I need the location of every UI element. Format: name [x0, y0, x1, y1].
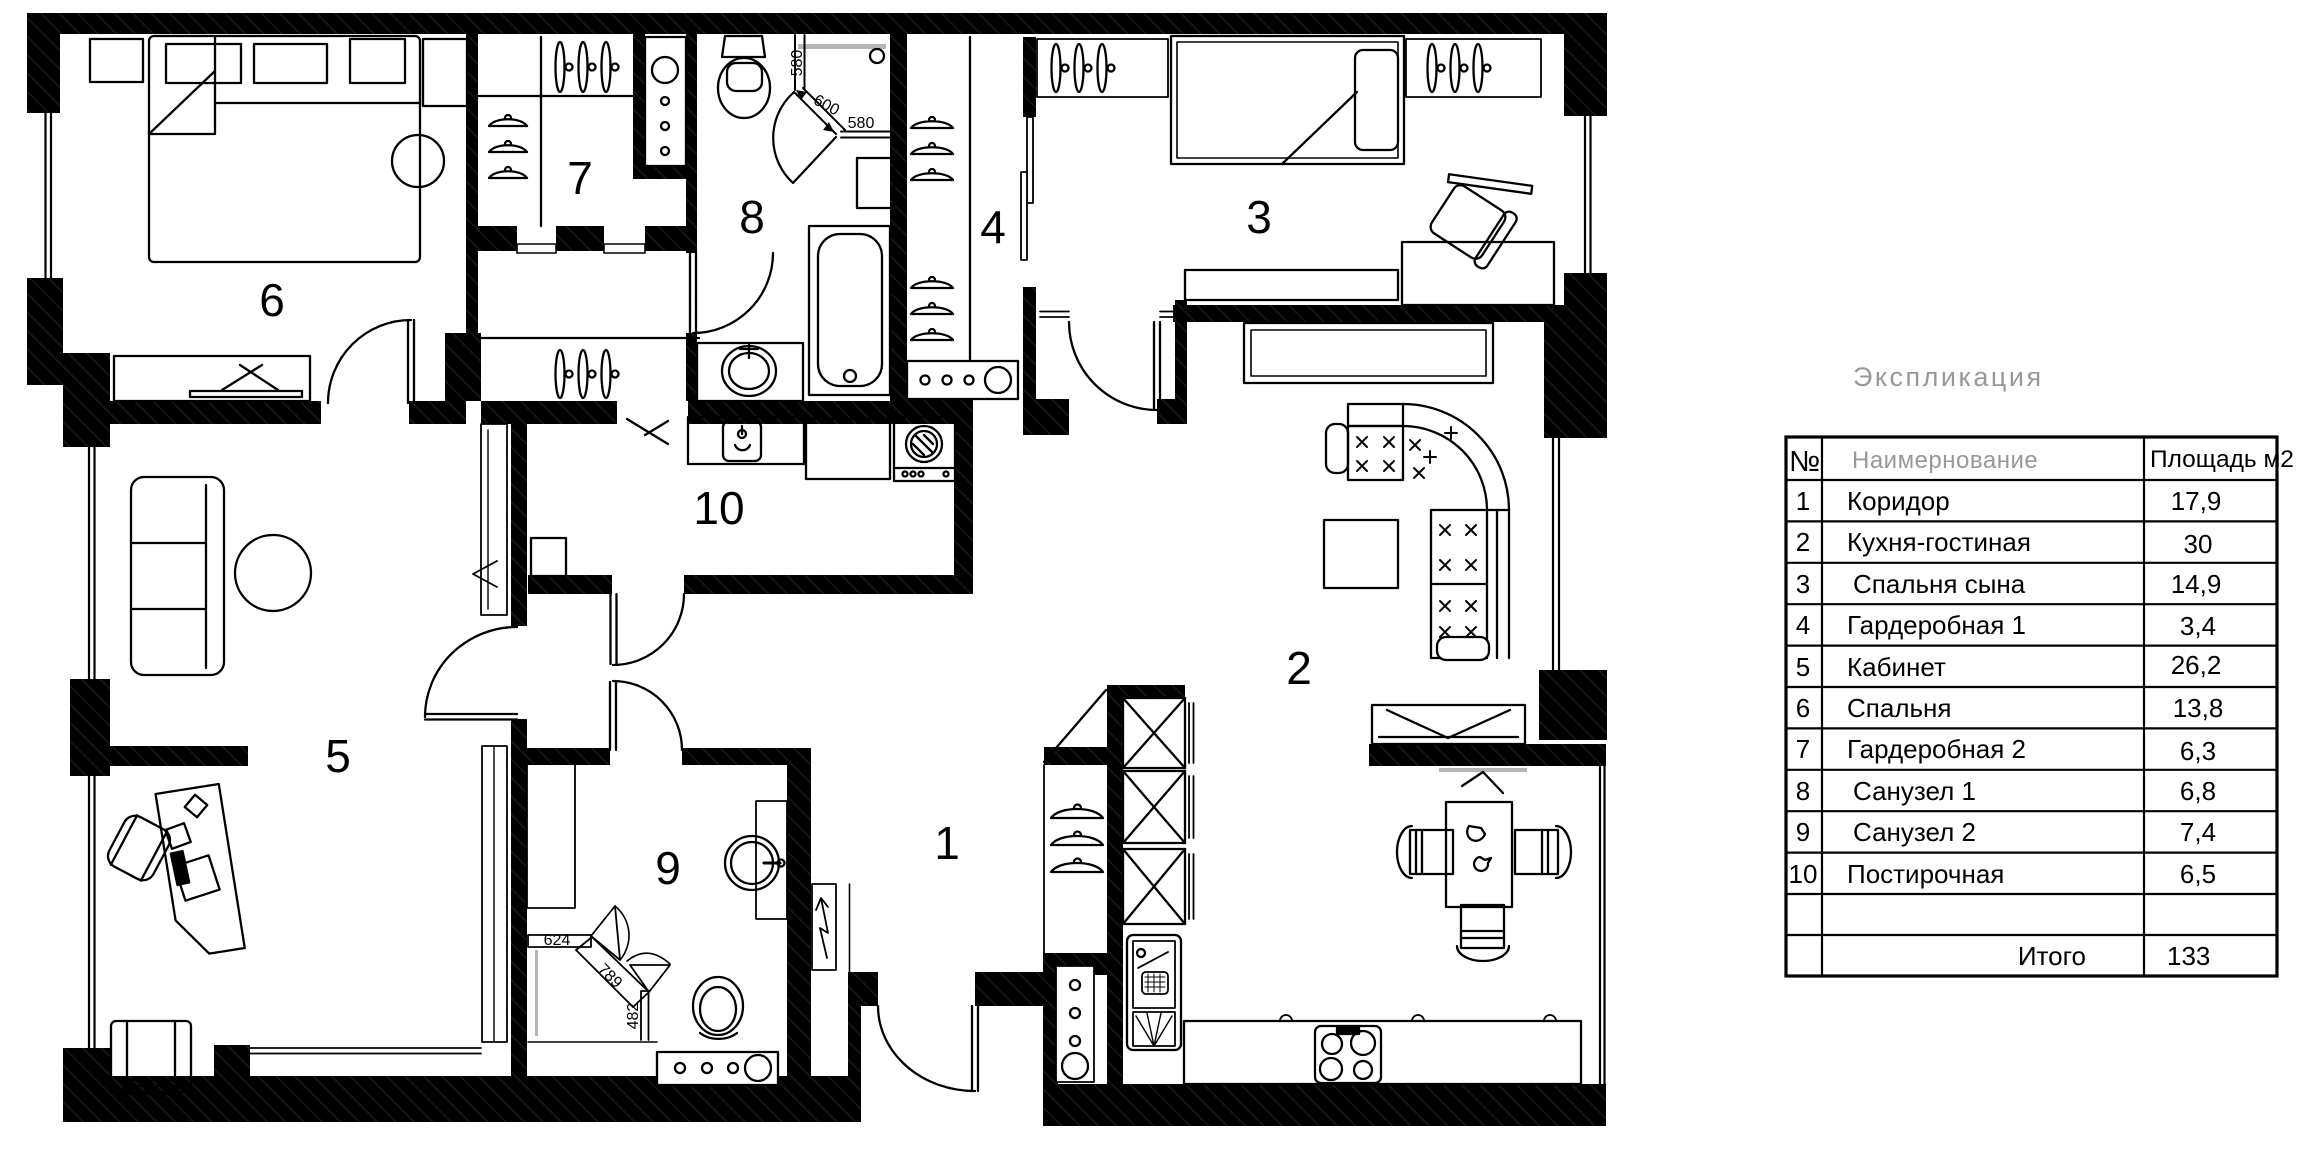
- svg-text:8: 8: [1796, 776, 1810, 806]
- svg-text:3: 3: [1796, 569, 1810, 599]
- svg-text:9: 9: [655, 842, 681, 894]
- svg-text:7: 7: [567, 152, 593, 204]
- svg-text:624: 624: [544, 932, 571, 949]
- svg-text:5: 5: [1796, 652, 1810, 682]
- svg-text:Коридор: Коридор: [1847, 486, 1950, 516]
- svg-text:8: 8: [739, 191, 765, 243]
- svg-text:6,3: 6,3: [2180, 736, 2216, 766]
- svg-text:№: №: [1789, 446, 1820, 478]
- svg-text:Спальня: Спальня: [1847, 693, 1951, 723]
- svg-text:Площадь м2: Площадь м2: [2150, 446, 2294, 473]
- svg-text:3: 3: [1246, 191, 1272, 243]
- svg-text:7: 7: [1796, 734, 1810, 764]
- svg-text:4: 4: [1796, 610, 1810, 640]
- svg-text:1: 1: [1796, 486, 1810, 516]
- svg-text:6: 6: [259, 274, 285, 326]
- svg-text:Итого: Итого: [2018, 941, 2086, 971]
- svg-text:Кабинет: Кабинет: [1847, 652, 1946, 682]
- svg-text:13,8: 13,8: [2173, 693, 2224, 723]
- svg-text:Кухня-гостиная: Кухня-гостиная: [1847, 527, 2031, 557]
- svg-text:580: 580: [789, 50, 806, 77]
- svg-text:9: 9: [1796, 817, 1810, 847]
- svg-text:133: 133: [2167, 941, 2210, 971]
- svg-text:4: 4: [980, 201, 1006, 253]
- svg-text:1: 1: [934, 817, 960, 869]
- svg-text:10: 10: [1789, 859, 1818, 889]
- svg-text:17,9: 17,9: [2171, 486, 2222, 516]
- svg-text:Экспликация: Экспликация: [1853, 362, 2044, 392]
- svg-text:Гардеробная 1: Гардеробная 1: [1847, 610, 2026, 640]
- svg-text:580: 580: [848, 115, 875, 132]
- svg-text:Санузел 2: Санузел 2: [1853, 817, 1976, 847]
- svg-text:Санузел 1: Санузел 1: [1853, 776, 1976, 806]
- svg-text:Наимернование: Наимернование: [1852, 447, 2038, 474]
- svg-text:Постирочная: Постирочная: [1847, 859, 2004, 889]
- svg-text:5: 5: [325, 730, 351, 782]
- svg-text:2: 2: [1796, 527, 1810, 557]
- svg-text:7,4: 7,4: [2180, 817, 2216, 847]
- svg-text:Гардеробная 2: Гардеробная 2: [1847, 734, 2026, 764]
- svg-text:6,5: 6,5: [2180, 859, 2216, 889]
- svg-text:26,2: 26,2: [2171, 650, 2222, 680]
- svg-text:6: 6: [1796, 693, 1810, 723]
- svg-text:2: 2: [1286, 642, 1312, 694]
- svg-text:6,8: 6,8: [2180, 776, 2216, 806]
- svg-text:3,4: 3,4: [2180, 611, 2216, 641]
- svg-text:482: 482: [625, 1003, 642, 1030]
- svg-text:Спальня сына: Спальня сына: [1853, 569, 2026, 599]
- svg-text:14,9: 14,9: [2171, 569, 2222, 599]
- svg-text:10: 10: [693, 482, 744, 534]
- svg-text:30: 30: [2184, 529, 2213, 559]
